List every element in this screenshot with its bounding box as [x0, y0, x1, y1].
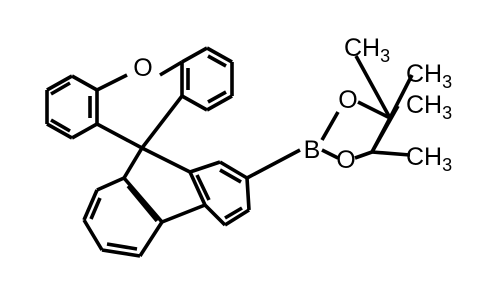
xanthene-oxygen-label: O	[133, 54, 152, 82]
methyl-label-1: CH3	[344, 34, 390, 66]
xanthene-right-ring	[180, 46, 234, 112]
ester-oxygen-bottom-label: O	[336, 146, 355, 174]
fluorene-five-membered-ring	[122, 146, 207, 224]
methyl-label-3: CH3	[406, 91, 452, 123]
fluorene-right-ring	[189, 160, 251, 227]
xanthene-central-ring	[96, 60, 184, 150]
xanthene-left-ring	[45, 74, 99, 140]
methyl-label-2: CH3	[406, 60, 452, 92]
boron-label: B	[304, 136, 321, 164]
fluorene-left-ring	[82, 176, 164, 258]
methyl-bonds	[354, 55, 414, 157]
ester-oxygen-top-label: O	[338, 86, 357, 114]
methyl-label-4: CH3	[406, 143, 452, 175]
